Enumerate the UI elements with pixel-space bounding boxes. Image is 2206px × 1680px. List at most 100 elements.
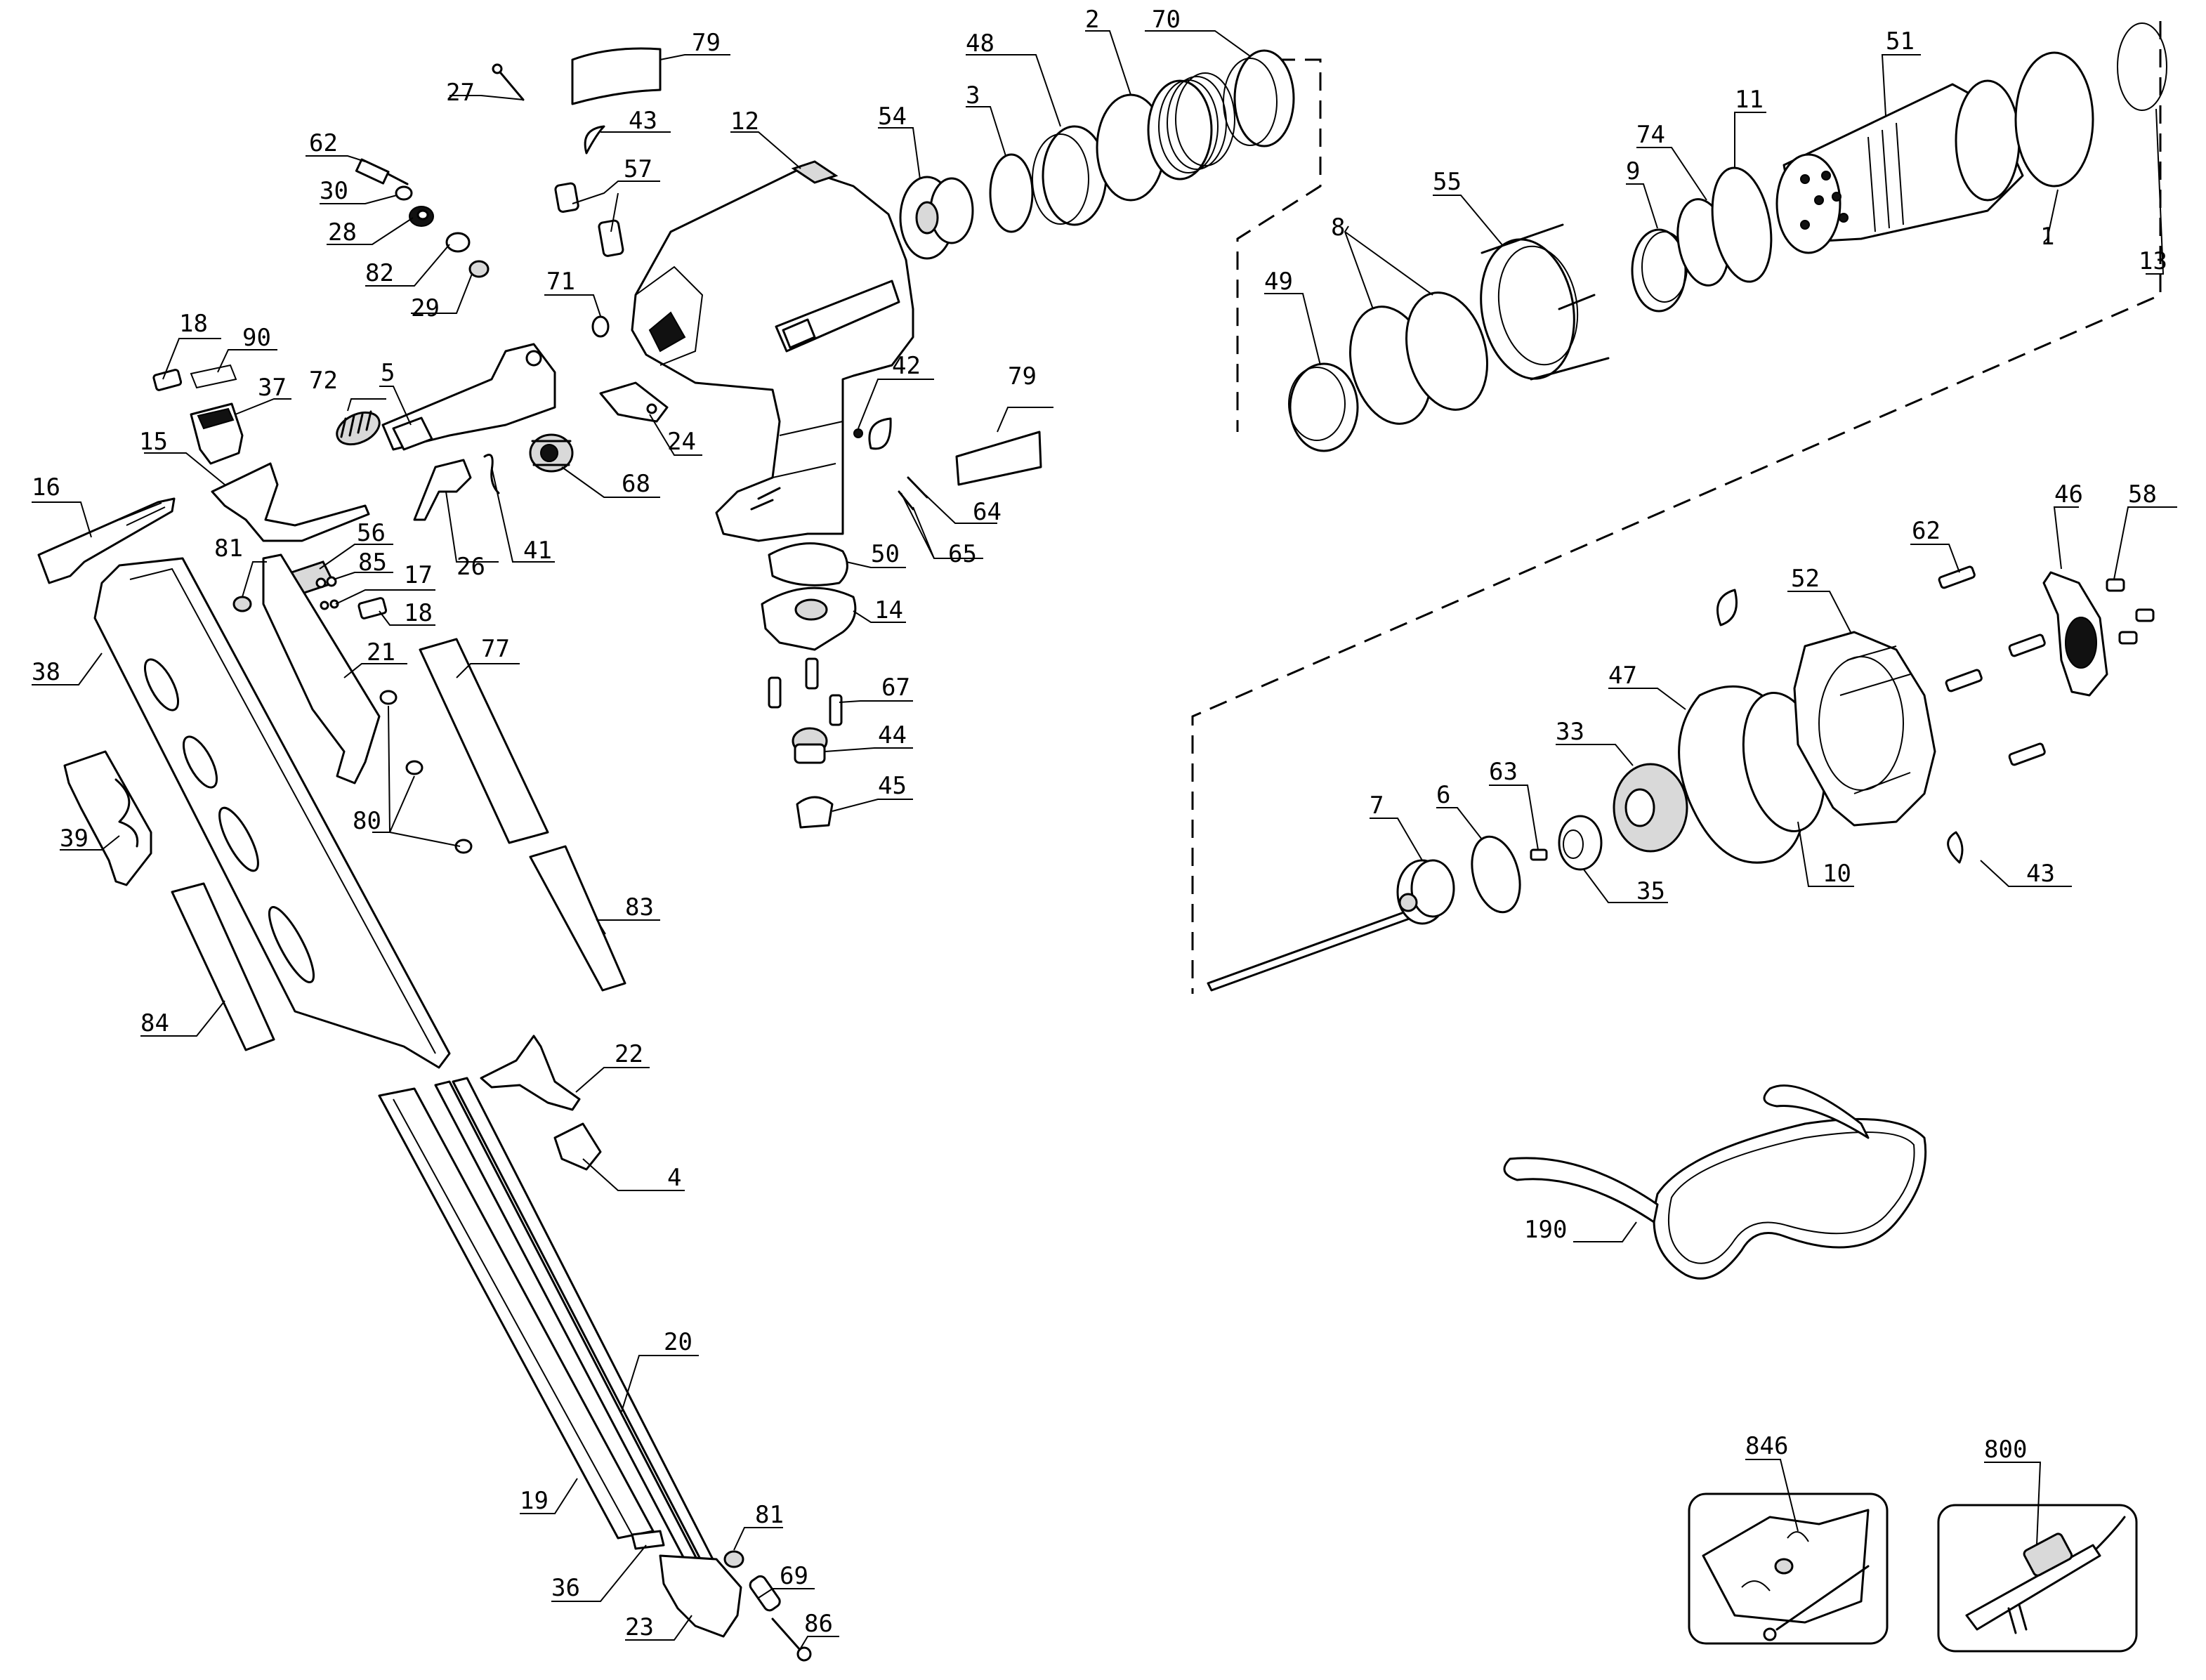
- part-63-screw: [1530, 848, 1548, 861]
- callout-17: 17: [404, 561, 433, 589]
- callout-58: 58: [2128, 480, 2157, 508]
- callout-15: 15: [139, 428, 168, 456]
- part-64-65-pins: [898, 476, 928, 511]
- part-58-screws: [2106, 578, 2155, 645]
- dashed-outline-upper: [1236, 58, 1322, 432]
- callout-45: 45: [878, 772, 907, 800]
- callout-33: 33: [1556, 718, 1584, 746]
- part-45-cap: [796, 796, 834, 829]
- part-27-pin: [492, 63, 525, 101]
- callout-56: 56: [357, 519, 386, 547]
- callout-18b: 18: [404, 599, 433, 627]
- callout-81b: 81: [755, 1501, 784, 1529]
- callout-11: 11: [1735, 86, 1764, 114]
- callout-64: 64: [973, 498, 1002, 526]
- part-43-lens-lower-right: [1947, 831, 1964, 864]
- part-62-bolts: [1938, 565, 2046, 766]
- part-6-ring: [1471, 835, 1521, 914]
- part-14-cap: [761, 586, 857, 651]
- callout-80: 80: [353, 807, 381, 835]
- part-68-valve: [529, 433, 574, 473]
- part-18-clip-lower: [357, 597, 388, 619]
- callout-2: 2: [1085, 6, 1099, 34]
- callout-38: 38: [32, 658, 60, 686]
- callout-77: 77: [481, 635, 510, 663]
- part-17-rings: [320, 599, 339, 610]
- part-42-screw: [853, 428, 863, 438]
- callout-12: 12: [730, 107, 759, 136]
- part-30-washer: [395, 185, 413, 201]
- part-72-spring: [336, 410, 381, 446]
- part-44-fitting: [792, 727, 828, 764]
- callout-23: 23: [625, 1613, 654, 1641]
- part-79-label-lower: [955, 431, 1042, 486]
- part-79-label-upper: [571, 47, 662, 105]
- callout-27: 27: [446, 79, 475, 107]
- callout-43b: 43: [2026, 860, 2055, 888]
- callout-52: 52: [1791, 565, 1820, 593]
- callout-74: 74: [1636, 121, 1665, 149]
- part-12-housing: [631, 160, 914, 542]
- part-86-screw: [771, 1617, 812, 1662]
- callout-layer: [32, 30, 2177, 1651]
- part-49-ring: [1288, 362, 1359, 452]
- part-24: [599, 381, 669, 423]
- part-90-label: [190, 364, 237, 389]
- callout-20: 20: [664, 1328, 692, 1356]
- callout-65: 65: [948, 540, 977, 568]
- part-43-lens-mid: [868, 417, 892, 450]
- part-81-nut-upper: [232, 596, 252, 612]
- callout-57: 57: [624, 155, 652, 183]
- callout-50: 50: [871, 540, 900, 568]
- callout-190: 190: [1524, 1216, 1567, 1244]
- callout-8: 8: [1331, 214, 1345, 242]
- callout-13: 13: [2139, 247, 2167, 275]
- part-29-nut: [468, 260, 490, 278]
- part-5-trigger-assembly: [381, 343, 556, 451]
- callout-79b: 79: [1008, 362, 1037, 391]
- part-57-screws: [554, 182, 624, 257]
- callout-43a: 43: [629, 107, 657, 135]
- callout-1: 1: [2040, 223, 2054, 251]
- part-43-lens-right: [1716, 589, 1738, 626]
- part-70-ring: [1223, 49, 1295, 147]
- part-50-gasket: [768, 542, 848, 586]
- callout-24: 24: [667, 428, 696, 456]
- part-85-rings: [315, 576, 337, 589]
- part-67-screws: [768, 657, 843, 726]
- callout-86: 86: [804, 1610, 833, 1638]
- callout-63: 63: [1489, 758, 1518, 786]
- part-37-block: [190, 402, 244, 465]
- part-81-nut-lower: [723, 1550, 744, 1568]
- callout-21: 21: [367, 638, 395, 667]
- part-55-body: [1480, 223, 1610, 381]
- callout-846: 846: [1745, 1432, 1788, 1460]
- callout-42: 42: [892, 352, 921, 380]
- callout-54: 54: [878, 103, 907, 131]
- part-28-bearing: [409, 206, 434, 227]
- callout-46: 46: [2054, 480, 2083, 508]
- callout-49: 49: [1264, 268, 1293, 296]
- callout-37: 37: [258, 374, 287, 402]
- callout-5: 5: [381, 359, 395, 387]
- part-4-cap: [553, 1122, 602, 1171]
- callout-69: 69: [780, 1562, 808, 1590]
- part-18-clip-upper: [152, 369, 183, 391]
- callout-30: 30: [320, 177, 348, 205]
- part-82-washer: [445, 232, 471, 253]
- part-36-rail-end: [631, 1530, 665, 1550]
- part-48-ring: [1032, 125, 1108, 226]
- callout-90: 90: [242, 324, 271, 352]
- part-46-end-cap: [2042, 571, 2108, 697]
- part-2-spring-rings: [1096, 72, 1235, 202]
- callout-84: 84: [140, 1009, 169, 1037]
- callout-48: 48: [966, 29, 994, 58]
- callout-22: 22: [615, 1040, 643, 1068]
- callout-82: 82: [365, 259, 394, 287]
- part-80-screws: [379, 690, 473, 854]
- part-19-rail: [378, 1087, 655, 1540]
- callout-71: 71: [546, 268, 575, 296]
- callout-19: 19: [520, 1487, 549, 1515]
- callout-44: 44: [878, 721, 907, 749]
- part-800-kit: [1937, 1504, 2138, 1653]
